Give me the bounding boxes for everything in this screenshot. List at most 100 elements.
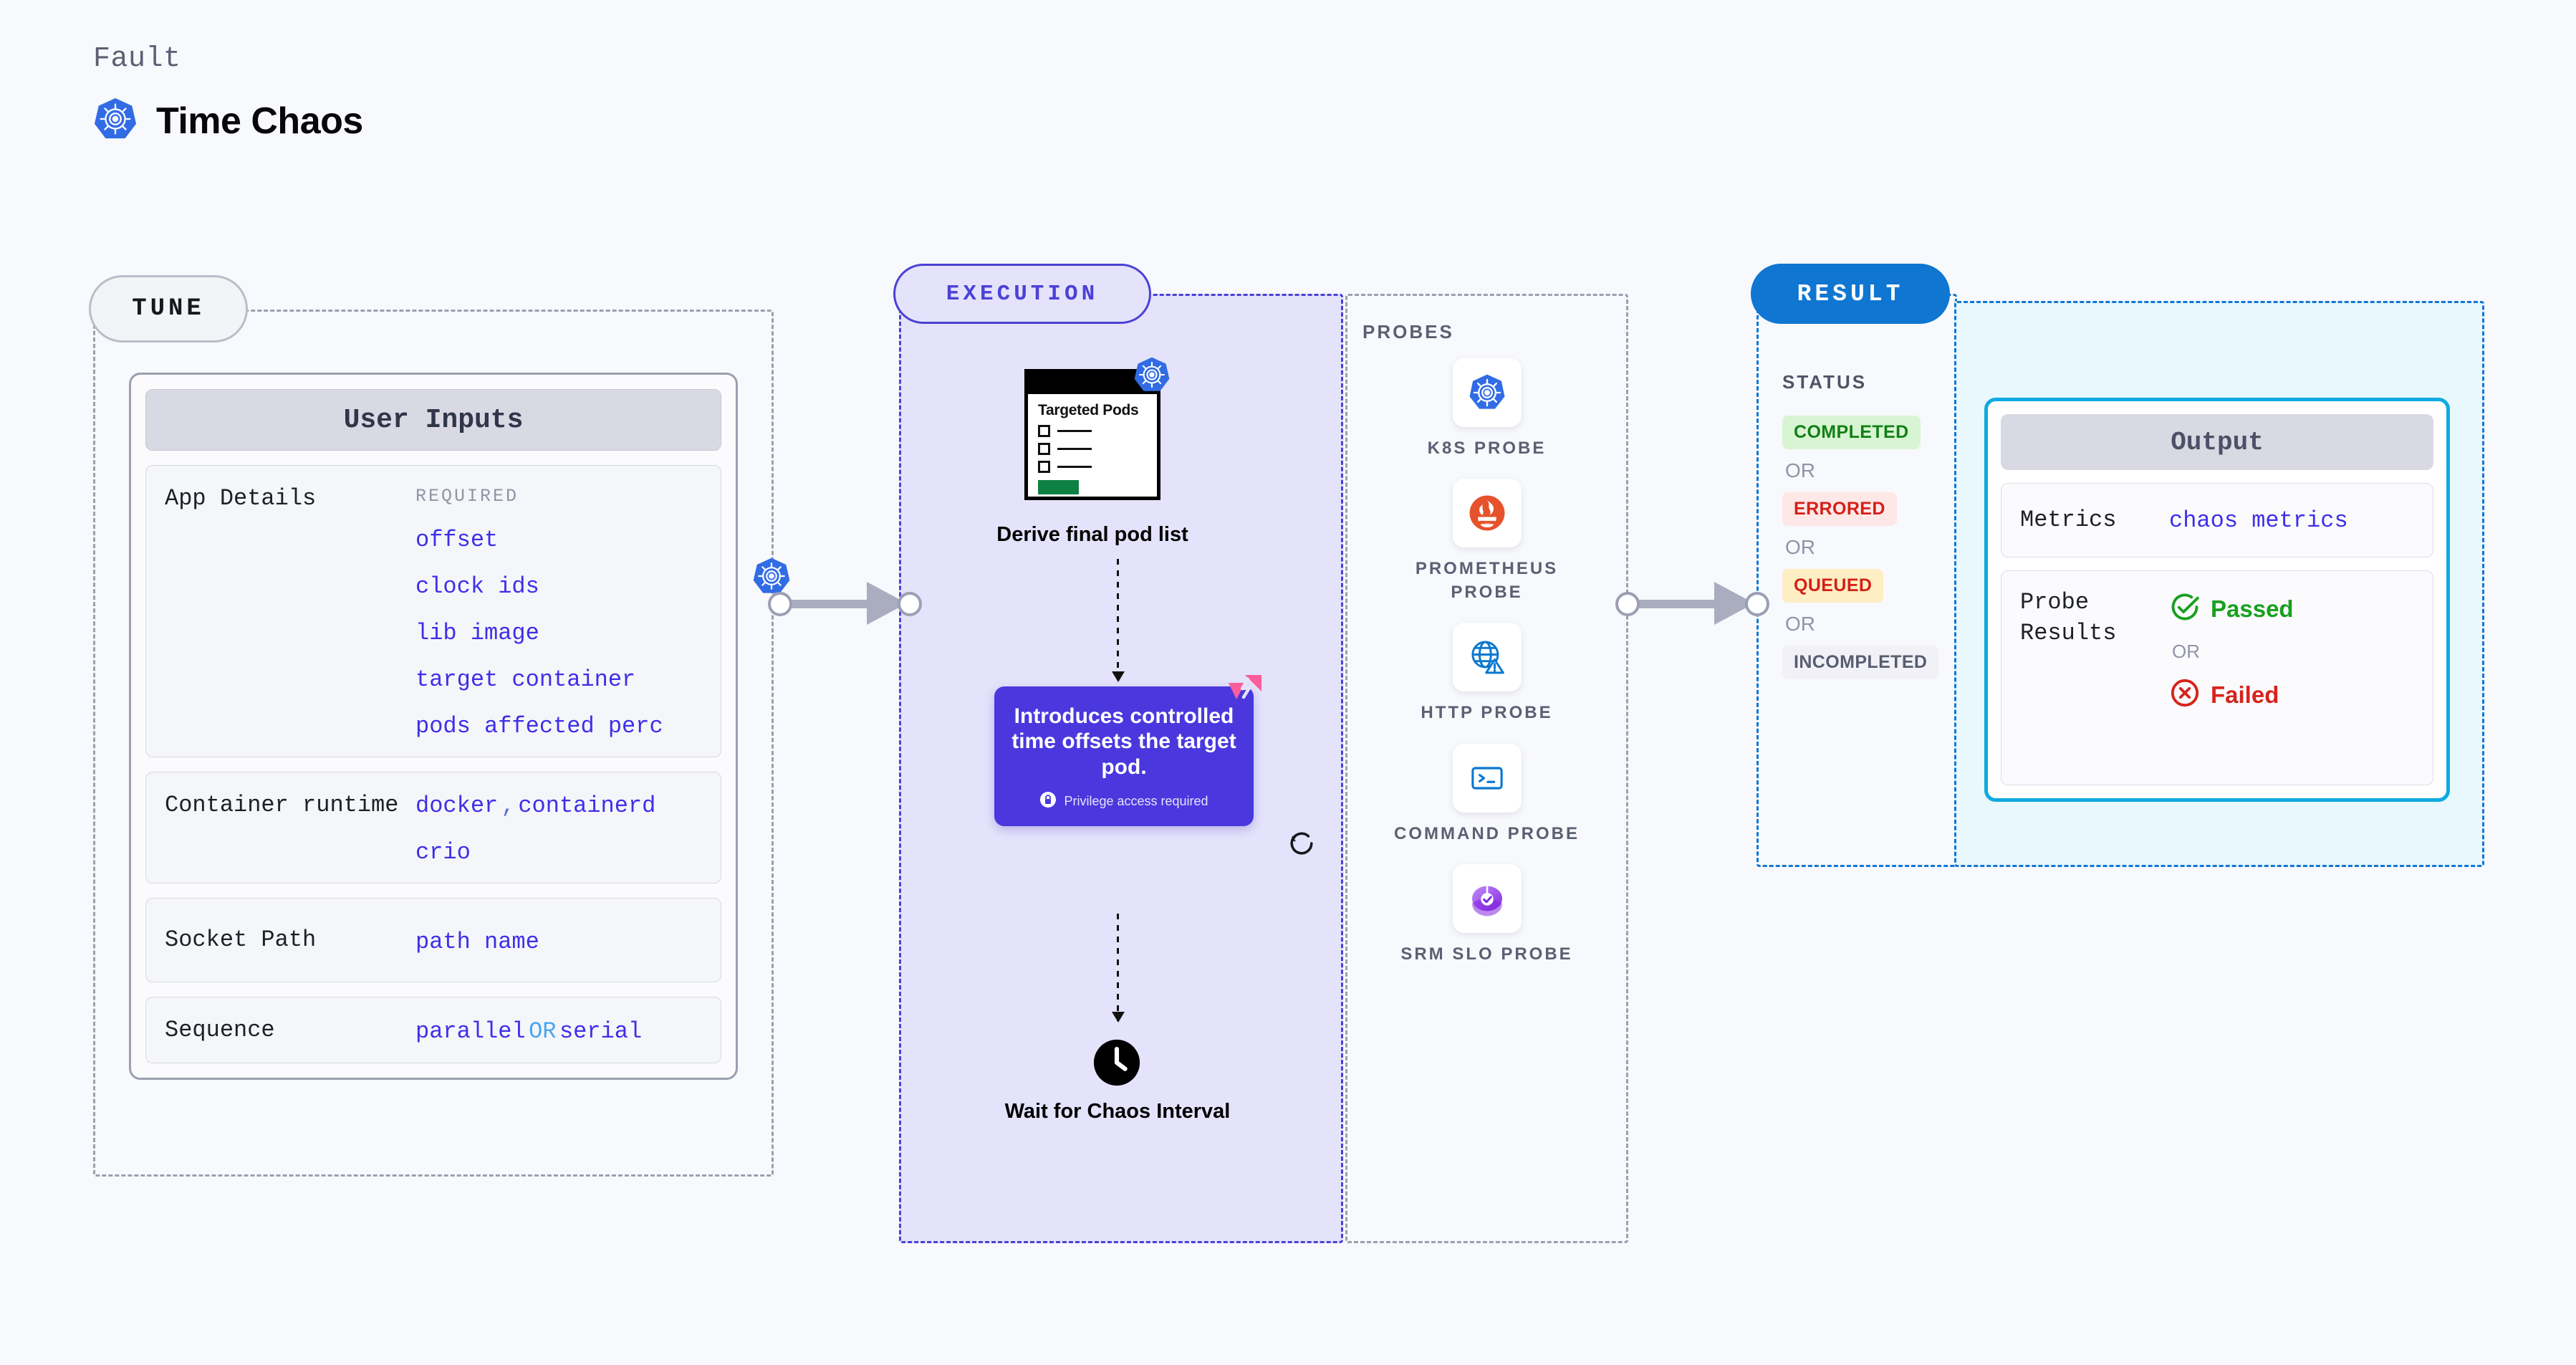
targeted-pods-document: Targeted Pods	[1024, 357, 1170, 500]
fault-description-text: Introduces controlled time offsets the t…	[1011, 704, 1236, 779]
refresh-icon[interactable]	[1286, 828, 1317, 863]
probe-result-passed: Passed	[2169, 591, 2294, 626]
field-value: containerd	[518, 792, 656, 819]
output-title: Output	[2001, 414, 2433, 470]
x-circle-icon	[2169, 677, 2201, 712]
connector-dot-end	[1745, 592, 1769, 616]
kubernetes-icon	[752, 557, 791, 599]
flow-arrow-line	[1117, 914, 1119, 1021]
probe-item-prometheus[interactable]: PROMETHEUS PROBE	[1394, 479, 1580, 604]
kubernetes-icon	[1452, 358, 1522, 427]
probe-item-k8s[interactable]: K8S PROBE	[1394, 358, 1580, 460]
field-socket-path: Socket Path path name	[145, 898, 721, 982]
status-list: COMPLETED OR ERRORED OR QUEUED OR INCOMP…	[1782, 416, 1947, 679]
field-container-runtime: Container runtime docker , containerd cr…	[145, 772, 721, 883]
derive-final-pod-list-label: Derive final pod list	[996, 523, 1188, 546]
field-value: path name	[415, 928, 539, 955]
field-label: Socket Path	[165, 926, 317, 954]
probe-result-failed: Failed	[2169, 677, 2294, 712]
probes-list: K8S PROBE PROMETHEUS PROBE	[1345, 358, 1628, 966]
user-inputs-title: User Inputs	[145, 389, 721, 451]
document-accent-bar	[1038, 479, 1079, 494]
field-value: parallel	[415, 1018, 526, 1045]
slo-gauge-icon	[1452, 863, 1522, 933]
flow-arrow-to-wait	[1112, 914, 1125, 1022]
flow-arrow-head	[1112, 671, 1125, 682]
privilege-note-text: Privilege access required	[1064, 794, 1208, 809]
checkbox-icon	[1038, 460, 1050, 473]
flow-arrow-to-callout	[1112, 559, 1125, 682]
field-label: Sequence	[165, 1017, 275, 1043]
output-card: Output Metrics chaos metrics Probe Resul…	[1984, 398, 2450, 802]
connector-dot-start	[1615, 592, 1640, 616]
probe-label: COMMAND PROBE	[1394, 823, 1580, 843]
prometheus-icon	[1452, 479, 1522, 548]
probes-section-title: PROBES	[1363, 321, 1454, 343]
or-separator: OR	[1785, 613, 1815, 635]
probe-item-http[interactable]: HTTP PROBE	[1394, 623, 1580, 724]
checkbox-icon	[1038, 424, 1050, 437]
field-app-details: App Details REQUIRED offset clock ids li…	[145, 465, 721, 757]
tune-stage-label: TUNE	[89, 275, 248, 343]
document-checklist-row	[1038, 460, 1147, 473]
litmus-chaos-icon	[1226, 673, 1264, 712]
probe-item-command[interactable]: COMMAND PROBE	[1394, 743, 1580, 846]
field-value: crio	[415, 839, 471, 866]
probe-label: PROMETHEUS PROBE	[1415, 559, 1559, 602]
line-placeholder	[1057, 429, 1092, 432]
clock-icon	[1092, 1038, 1142, 1091]
globe-warning-icon	[1452, 623, 1522, 692]
status-badge-completed: COMPLETED	[1782, 416, 1921, 449]
lock-icon	[1039, 791, 1057, 812]
or-separator: OR	[1785, 459, 1815, 482]
field-value: pods affected perc	[415, 713, 663, 739]
status-badge-incompleted: INCOMPLETED	[1782, 646, 1939, 679]
document-checklist-row	[1038, 424, 1147, 437]
tune-stage-border	[93, 310, 774, 1177]
field-value-row: docker , containerd	[415, 792, 655, 819]
field-value: docker	[415, 792, 499, 819]
probe-label: HTTP PROBE	[1421, 703, 1553, 723]
field-value: offset	[415, 527, 499, 553]
connector-dot-start	[768, 592, 792, 616]
output-metrics-row: Metrics chaos metrics	[2001, 483, 2433, 557]
execution-stage-label: EXECUTION	[893, 264, 1151, 324]
field-sequence: Sequence parallel OR serial	[145, 997, 721, 1064]
wait-for-chaos-interval-label: Wait for Chaos Interval	[1004, 1100, 1231, 1123]
field-label: Container runtime	[165, 792, 399, 818]
fault-title-row: Time Chaos	[93, 97, 363, 145]
check-circle-icon	[2169, 591, 2201, 626]
probe-result-failed-text: Failed	[2211, 681, 2279, 708]
checkbox-icon	[1038, 442, 1050, 455]
connector-tune-to-execution	[768, 582, 922, 625]
field-label: App Details	[165, 485, 317, 512]
probe-result-passed-text: Passed	[2211, 595, 2294, 622]
fault-label: Fault	[93, 43, 181, 75]
or-separator: OR	[2172, 641, 2200, 662]
user-inputs-card: User Inputs App Details REQUIRED offset …	[129, 373, 738, 1081]
page-header: Fault Time Chaos	[93, 43, 363, 145]
kubernetes-icon	[1133, 356, 1171, 397]
field-value: lib image	[415, 620, 539, 646]
field-value-separator: ,	[501, 792, 515, 819]
flow-arrow-head	[1112, 1012, 1125, 1022]
status-badge-queued: QUEUED	[1782, 569, 1884, 603]
kubernetes-icon	[93, 97, 138, 145]
field-value-row: parallel OR serial	[415, 1018, 642, 1045]
status-section-title: STATUS	[1782, 371, 1868, 393]
field-value: serial	[559, 1018, 643, 1045]
status-badge-errored: ERRORED	[1782, 492, 1897, 526]
field-value-separator: OR	[529, 1018, 557, 1045]
probe-label: SRM SLO PROBE	[1400, 944, 1573, 964]
document-checklist-row	[1038, 442, 1147, 455]
page-title: Time Chaos	[156, 100, 363, 142]
output-probe-results-label: Probe Results	[2020, 589, 2117, 647]
probe-item-srm-slo[interactable]: SRM SLO PROBE	[1394, 863, 1580, 966]
fault-description-callout: Introduces controlled time offsets the t…	[994, 675, 1261, 827]
terminal-icon	[1452, 743, 1522, 813]
required-tag: REQUIRED	[415, 486, 519, 507]
result-stage-label: RESULT	[1751, 264, 1950, 324]
connector-dot-end	[898, 592, 922, 616]
field-value: clock ids	[415, 573, 539, 600]
line-placeholder	[1057, 447, 1092, 450]
